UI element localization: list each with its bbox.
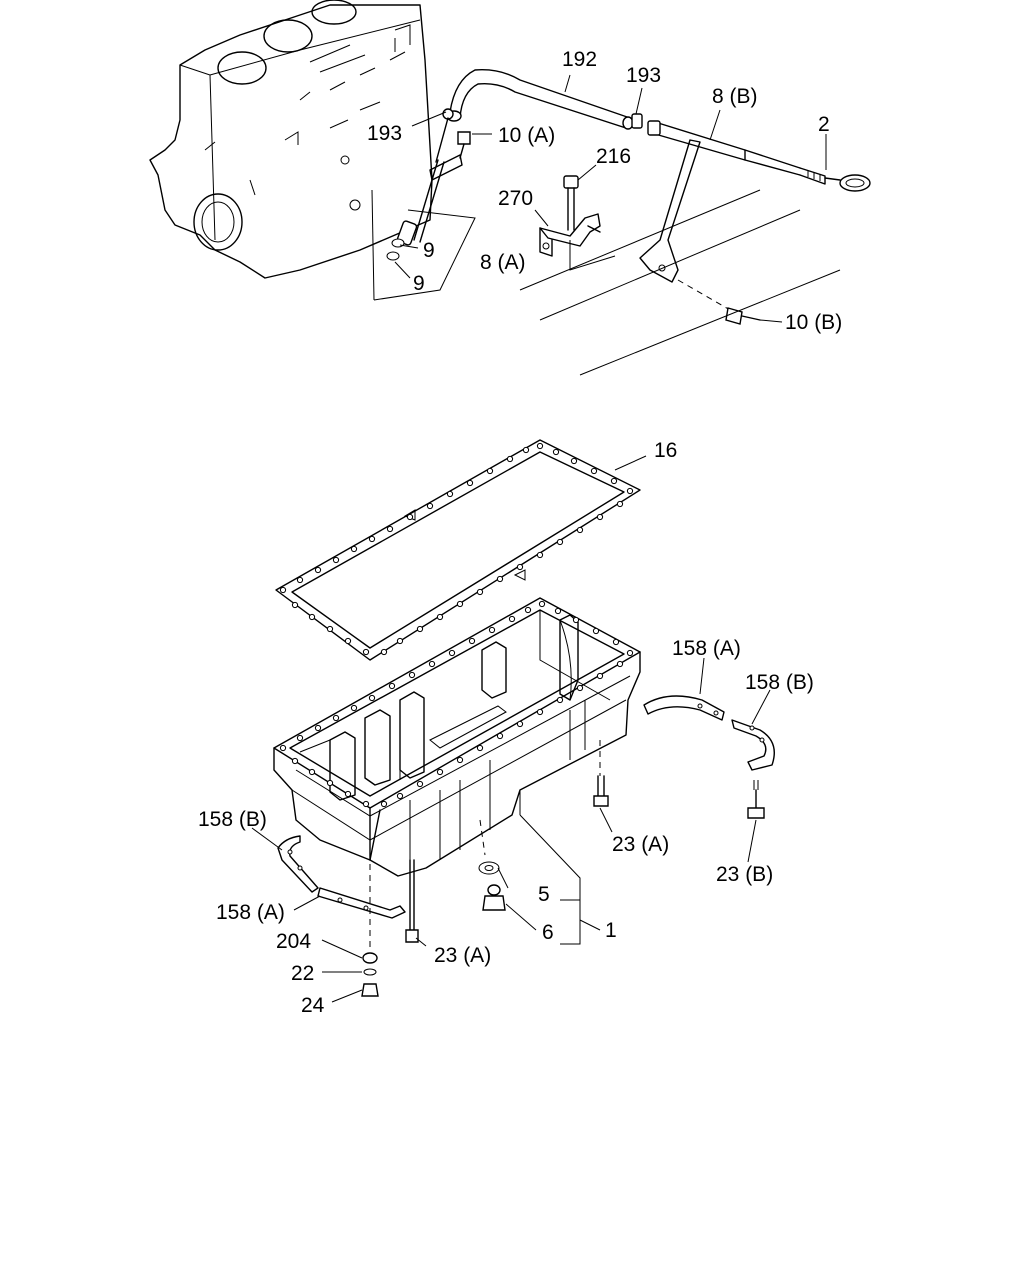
- label-9-lower: 9: [413, 272, 425, 295]
- label-193-right: 193: [626, 64, 661, 87]
- drain-plug: [478, 861, 506, 911]
- label-158a-left: 158 (A): [216, 901, 285, 924]
- leader-lines-top: [394, 74, 827, 323]
- pan-holes: [279, 600, 634, 808]
- gasket-holes: [279, 442, 634, 656]
- label-1: 1: [605, 919, 617, 942]
- label-193-left: 193: [367, 122, 402, 145]
- bolt-23a-right: [593, 775, 609, 807]
- label-6: 6: [542, 921, 554, 944]
- oil-pan: [273, 597, 641, 950]
- label-2: 2: [818, 113, 830, 136]
- bracket-270: [539, 175, 616, 271]
- oil-pipe-8a: [371, 108, 476, 301]
- label-22: 22: [291, 962, 314, 985]
- label-8a: 8 (A): [480, 251, 526, 274]
- label-23b: 23 (B): [716, 863, 773, 886]
- dipstick-tube-assembly: [446, 69, 871, 325]
- label-24: 24: [301, 994, 325, 1017]
- label-10b: 10 (B): [785, 311, 842, 334]
- label-270: 270: [498, 187, 533, 210]
- background-lines: [519, 189, 841, 376]
- label-23a-right: 23 (A): [612, 833, 669, 856]
- bolt-23a-left: [361, 859, 419, 997]
- label-8b: 8 (B): [712, 85, 758, 108]
- leader-lines-bottom: [251, 657, 771, 1003]
- label-158b-right: 158 (B): [745, 671, 814, 694]
- label-216: 216: [596, 145, 631, 168]
- engine-block: [149, 0, 433, 279]
- label-23a-left: 23 (A): [434, 944, 491, 967]
- label-158a-right: 158 (A): [672, 637, 741, 660]
- label-10a: 10 (A): [498, 124, 555, 147]
- stiffener-plates-left: [277, 835, 406, 919]
- label-158b-left: 158 (B): [198, 808, 267, 831]
- label-204: 204: [276, 930, 311, 953]
- stiffener-plates-right: [643, 695, 775, 819]
- oil-pan-gasket: [275, 439, 647, 661]
- part-labels: 192 193 193 10 (A) 8 (B) 2 216 270 9 9 8…: [198, 48, 842, 1017]
- label-192: 192: [562, 48, 597, 71]
- label-5: 5: [538, 883, 550, 906]
- label-9-upper: 9: [423, 239, 435, 262]
- label-16: 16: [654, 439, 677, 462]
